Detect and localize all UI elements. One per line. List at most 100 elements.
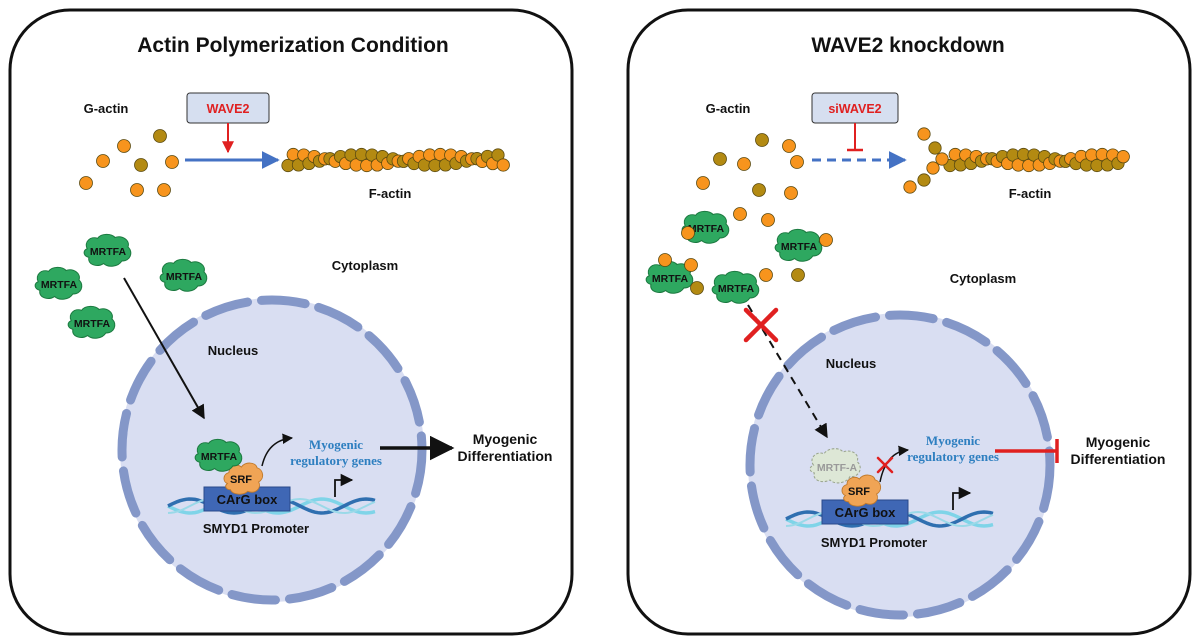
right-mrtfa-bound-g-actin — [658, 226, 833, 295]
g-actin-monomer — [737, 157, 751, 171]
left-g-actin-monomers — [79, 129, 179, 197]
right-blocked-import-arrow — [747, 304, 828, 439]
g-actin-monomer — [658, 253, 672, 267]
g-actin-monomer — [157, 183, 171, 197]
left-outcome-line1: Myogenic — [473, 431, 538, 447]
right-siwave2-label: siWAVE2 — [828, 102, 881, 116]
mrtfa-label: MRTFA — [688, 223, 725, 235]
g-actin-monomer — [755, 133, 769, 147]
g-actin-monomer — [784, 186, 798, 200]
left-f-actin-filament — [281, 147, 510, 173]
right-mrtfa-cyto-2: MRTFA — [774, 228, 823, 262]
left-genes-line1: Myogenic — [309, 437, 363, 452]
f-actin-subunit — [496, 158, 510, 172]
right-f-actin-filament — [903, 127, 1130, 194]
right-nucleus — [748, 313, 1052, 617]
left-cytoplasm-label: Cytoplasm — [332, 258, 398, 273]
right-tss-arrow — [952, 486, 972, 510]
g-actin-monomer — [681, 226, 695, 240]
left-panel: Actin Polymerization Condition G-actin W… — [8, 8, 574, 636]
right-g-actin-monomers — [696, 133, 804, 227]
g-actin-monomer — [759, 268, 773, 282]
left-tss-arrow — [334, 473, 354, 497]
g-actin-monomer — [819, 233, 833, 247]
f-actin-subunit — [926, 161, 940, 175]
g-actin-monomer — [690, 281, 704, 295]
g-actin-monomer — [153, 129, 167, 143]
mrtfa-label: MRTFA — [201, 451, 238, 463]
right-panel: WAVE2 knockdown G-actin siWAVE2 F-actin … — [626, 8, 1192, 636]
g-actin-monomer — [684, 258, 698, 272]
left-promoter-label: SMYD1 Promoter — [203, 521, 309, 536]
mrtfa-label: MRTFA — [718, 283, 755, 295]
f-actin-subunit — [928, 141, 942, 155]
left-srf: SRF — [223, 462, 264, 495]
g-actin-monomer — [130, 183, 144, 197]
left-mrtfa-cyto-3: MRTFA — [159, 258, 208, 292]
left-genes-line2: regulatory genes — [290, 453, 382, 468]
right-genes-line1: Myogenic — [926, 433, 980, 448]
right-title: WAVE2 knockdown — [811, 34, 1004, 57]
mrtfa-label: MRTFA — [74, 318, 111, 330]
mrtfa-label: MRTFA — [166, 271, 203, 283]
g-actin-monomer — [696, 176, 710, 190]
right-outcome-line1: Myogenic — [1086, 434, 1151, 450]
g-actin-monomer — [752, 183, 766, 197]
left-mrtfa-cyto-1: MRTFA — [83, 233, 132, 267]
right-mrtfa-cyto-4: MRTFA — [711, 270, 760, 304]
right-carg-box — [821, 499, 909, 525]
srf-label: SRF — [848, 486, 870, 498]
ghost-mrtfa-label: MRTF-A — [817, 462, 858, 474]
left-nuclear-envelope — [117, 295, 427, 605]
g-actin-monomer — [713, 152, 727, 166]
right-ghost-mrtfa: MRTF-A — [809, 448, 861, 484]
right-f-actin-label: F-actin — [1009, 186, 1052, 201]
left-nucleus-label: Nucleus — [208, 343, 259, 358]
left-title: Actin Polymerization Condition — [137, 34, 449, 57]
right-g-actin-label: G-actin — [706, 101, 751, 116]
right-mrtfa-cyto-3: MRTFA — [645, 260, 694, 294]
g-actin-monomer — [165, 155, 179, 169]
left-outcome-line2: Differentiation — [458, 448, 553, 464]
left-nuclear-import-arrow — [123, 277, 205, 420]
srf-label: SRF — [230, 474, 252, 486]
left-nucleus — [120, 298, 424, 602]
left-f-actin-label: F-actin — [369, 186, 412, 201]
g-actin-monomer — [782, 139, 796, 153]
right-cytoplasm-label: Cytoplasm — [950, 271, 1016, 286]
g-actin-monomer — [790, 155, 804, 169]
right-srf: SRF — [841, 474, 882, 507]
left-carg-box — [203, 486, 291, 512]
f-actin-subunit — [917, 127, 931, 141]
right-transcription-block-x — [876, 456, 894, 474]
left-mrtfa-bound: MRTFA — [194, 438, 243, 472]
g-actin-monomer — [733, 207, 747, 221]
dna-strand — [167, 497, 376, 515]
mrtfa-label: MRTFA — [781, 241, 818, 253]
left-carg-label: CArG box — [217, 492, 278, 507]
right-genes-line2: regulatory genes — [907, 449, 999, 464]
right-nuclear-envelope — [745, 310, 1055, 620]
dna-strand — [785, 510, 994, 528]
g-actin-monomer — [791, 268, 805, 282]
mrtfa-label: MRTFA — [652, 273, 689, 285]
g-actin-monomer — [117, 139, 131, 153]
f-actin-subunit — [903, 180, 917, 194]
right-mrtfa-cyto-1: MRTFA — [681, 210, 730, 244]
left-mrtfa-cyto-4: MRTFA — [67, 305, 116, 339]
f-actin-subunit — [935, 152, 949, 166]
f-actin-subunit — [917, 173, 931, 187]
right-carg-label: CArG box — [835, 505, 896, 520]
right-nucleus-label: Nucleus — [826, 356, 877, 371]
right-outcome-line2: Differentiation — [1071, 451, 1166, 467]
mrtfa-label: MRTFA — [90, 246, 127, 258]
f-actin-subunit — [1116, 150, 1130, 164]
left-g-actin-label: G-actin — [84, 101, 129, 116]
left-transcription-arrow — [261, 433, 294, 467]
right-import-block-x — [743, 307, 779, 343]
right-promoter-label: SMYD1 Promoter — [821, 535, 927, 550]
mrtfa-label: MRTFA — [41, 279, 78, 291]
left-mrtfa-cyto-2: MRTFA — [34, 266, 83, 300]
g-actin-monomer — [134, 158, 148, 172]
